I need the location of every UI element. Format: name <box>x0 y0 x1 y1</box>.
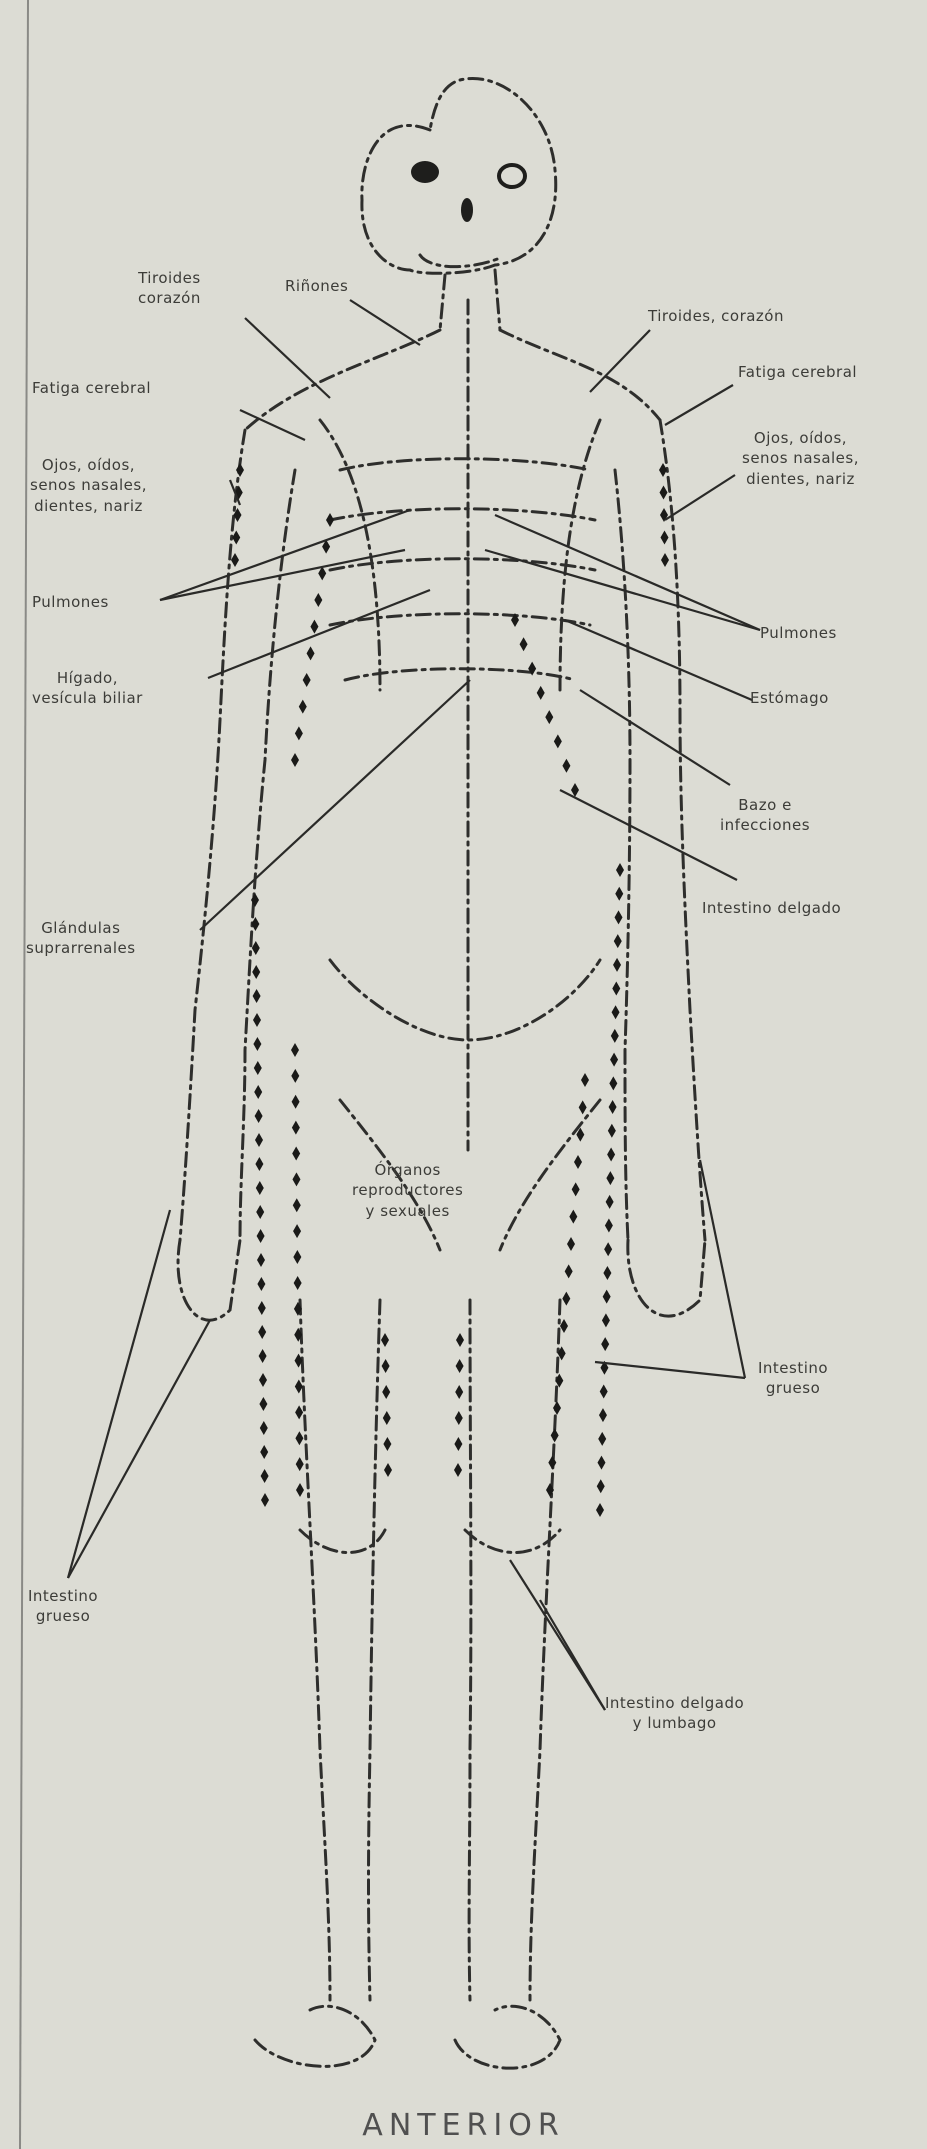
label-intestino-delgado-lumbago: Intestino delgado y lumbago <box>605 1693 744 1734</box>
label-intestino-grueso-right: Intestino grueso <box>758 1358 828 1399</box>
label-tiroides-corazon-right: Tiroides, corazón <box>648 306 784 326</box>
label-fatiga-cerebral-right: Fatiga cerebral <box>738 362 857 382</box>
label-estomago: Estómago <box>750 688 829 708</box>
label-rinones: Riñones <box>285 276 348 296</box>
label-ojos-oidos-right: Ojos, oídos, senos nasales, dientes, nar… <box>742 428 859 489</box>
label-pulmones-right: Pulmones <box>760 623 837 643</box>
label-ojos-oidos-left: Ojos, oídos, senos nasales, dientes, nar… <box>30 455 147 516</box>
label-intestino-delgado-upper: Intestino delgado <box>702 898 841 918</box>
label-bazo: Bazo e infecciones <box>720 795 810 836</box>
label-organos: Órganos reproductores y sexuales <box>352 1160 463 1221</box>
label-tiroides-corazon-left: Tiroides corazón <box>138 268 201 309</box>
label-fatiga-cerebral-left: Fatiga cerebral <box>32 378 151 398</box>
label-pulmones-left: Pulmones <box>32 592 109 612</box>
view-label: ANTERIOR <box>0 2108 927 2143</box>
label-glandulas: Glándulas suprarrenales <box>26 918 136 959</box>
label-higado: Hígado, vesícula biliar <box>32 668 143 709</box>
label-intestino-grueso-left: Intestino grueso <box>28 1586 98 1627</box>
